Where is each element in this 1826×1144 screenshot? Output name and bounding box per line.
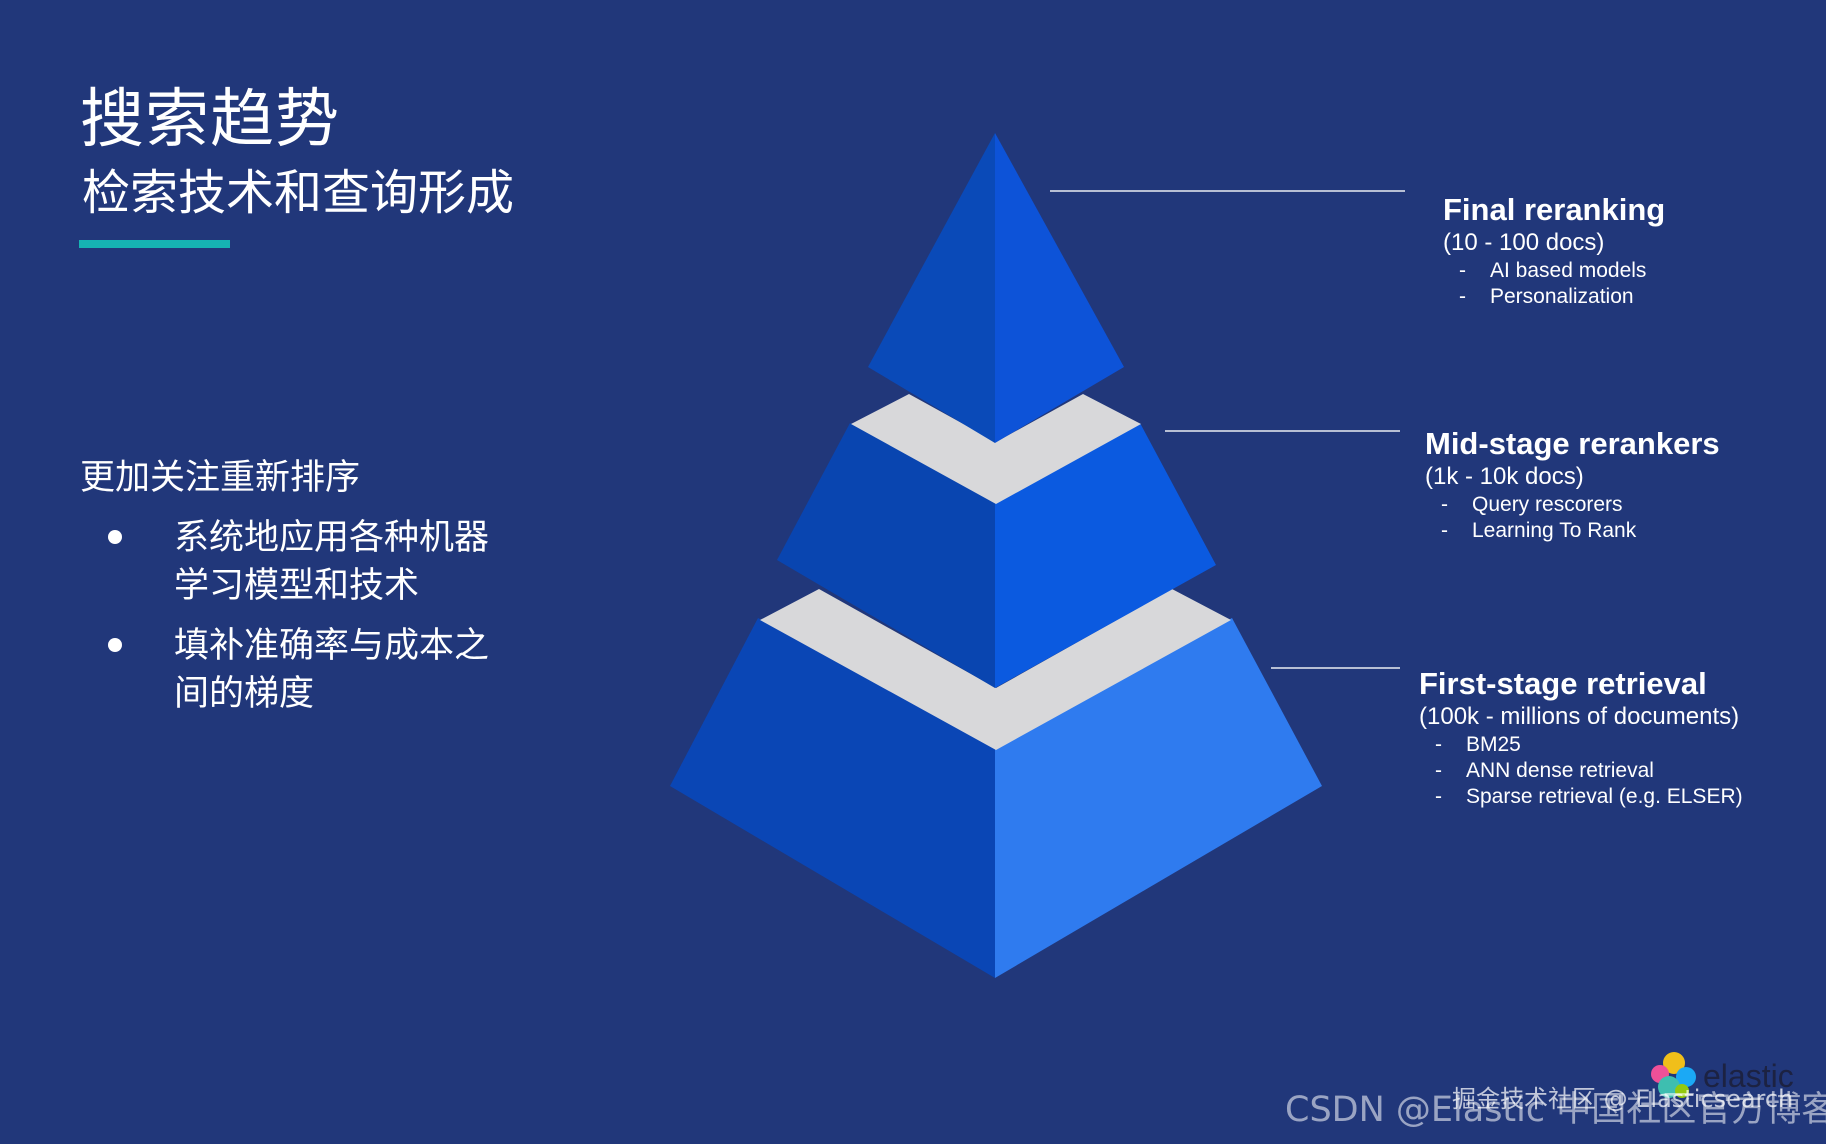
tier-item: - Sparse retrieval (e.g. ELSER) <box>1419 784 1743 810</box>
tier-item-text: ANN dense retrieval <box>1466 759 1654 782</box>
dash-bullet: - <box>1441 493 1448 516</box>
tier-item-list: - BM25 - ANN dense retrieval - Sparse re… <box>1419 732 1743 810</box>
slide-subtitle: 检索技术和查询形成 <box>82 165 515 221</box>
bullet-list: 系统地应用各种机器学习模型和技术 填补准确率与成本之间的梯度 <box>100 514 520 730</box>
bullet-text: 填补准确率与成本之间的梯度 <box>174 626 490 714</box>
elastic-logo-icon <box>1651 1052 1696 1098</box>
tier-label-final-reranking: Final reranking (10 - 100 docs) - AI bas… <box>1443 192 1665 310</box>
tier-item-list: - AI based models - Personalization <box>1443 258 1665 310</box>
tier-item-text: BM25 <box>1466 733 1521 756</box>
pyramid-base-right-face <box>995 618 1322 978</box>
tier-item-text: Personalization <box>1490 285 1634 308</box>
tier-title: First-stage retrieval <box>1419 666 1707 701</box>
tier-title: Final reranking <box>1443 192 1666 227</box>
pyramid-top-left-face <box>868 133 995 443</box>
dash-bullet: - <box>1435 759 1442 782</box>
pyramid-mid-band <box>851 394 1141 504</box>
watermark-juejin: 掘金技术社区 @ Elasticsearch <box>1452 1085 1794 1113</box>
dash-bullet: - <box>1459 285 1466 308</box>
tier-item-text: AI based models <box>1490 259 1647 282</box>
tier-item: - BM25 <box>1419 732 1743 758</box>
pyramid-base-band <box>760 589 1231 750</box>
focus-heading: 更加关注重新排序 <box>80 458 361 498</box>
tier-item: - Learning To Rank <box>1425 518 1720 544</box>
tier-label-first-stage: First-stage retrieval (100k - millions o… <box>1419 666 1743 810</box>
dash-bullet: - <box>1441 519 1448 542</box>
dash-bullet: - <box>1435 733 1442 756</box>
pyramid-top-right-face <box>995 133 1124 443</box>
pyramid-base-left-face <box>670 618 995 978</box>
tier-item-text: Query rescorers <box>1472 493 1623 516</box>
elastic-logo: elastic <box>1647 1049 1797 1103</box>
watermark-csdn: CSDN @Elastic 中国社区官方博客 <box>1285 1090 1826 1130</box>
bullet-item: 填补准确率与成本之间的梯度 <box>100 622 520 718</box>
tier-item: - Query rescorers <box>1425 492 1720 518</box>
tier-item: - AI based models <box>1443 258 1665 284</box>
dash-bullet: - <box>1435 785 1442 808</box>
tier-item-list: - Query rescorers - Learning To Rank <box>1425 492 1720 544</box>
slide-title: 搜索趋势 <box>80 83 340 157</box>
tier-item: - ANN dense retrieval <box>1419 758 1743 784</box>
tier-range: (100k - millions of documents) <box>1419 703 1740 730</box>
bullet-item: 系统地应用各种机器学习模型和技术 <box>100 514 520 610</box>
tier-item-text: Sparse retrieval (e.g. ELSER) <box>1466 785 1743 808</box>
tier-item-text: Learning To Rank <box>1472 519 1637 542</box>
tier-label-mid-stage: Mid-stage rerankers (1k - 10k docs) - Qu… <box>1425 426 1720 544</box>
bullet-text: 系统地应用各种机器学习模型和技术 <box>174 518 490 606</box>
elastic-logo-text: elastic <box>1703 1058 1794 1094</box>
tier-title: Mid-stage rerankers <box>1425 426 1720 461</box>
pyramid-mid-right-face <box>995 423 1216 688</box>
tier-range: (1k - 10k docs) <box>1425 463 1584 490</box>
bullet-dot-icon <box>108 638 122 652</box>
dash-bullet: - <box>1459 259 1466 282</box>
tier-item: - Personalization <box>1443 284 1665 310</box>
bullet-dot-icon <box>108 530 122 544</box>
title-accent-bar <box>79 240 230 248</box>
tier-range: (10 - 100 docs) <box>1443 229 1605 256</box>
pyramid-mid-left-face <box>777 423 995 688</box>
